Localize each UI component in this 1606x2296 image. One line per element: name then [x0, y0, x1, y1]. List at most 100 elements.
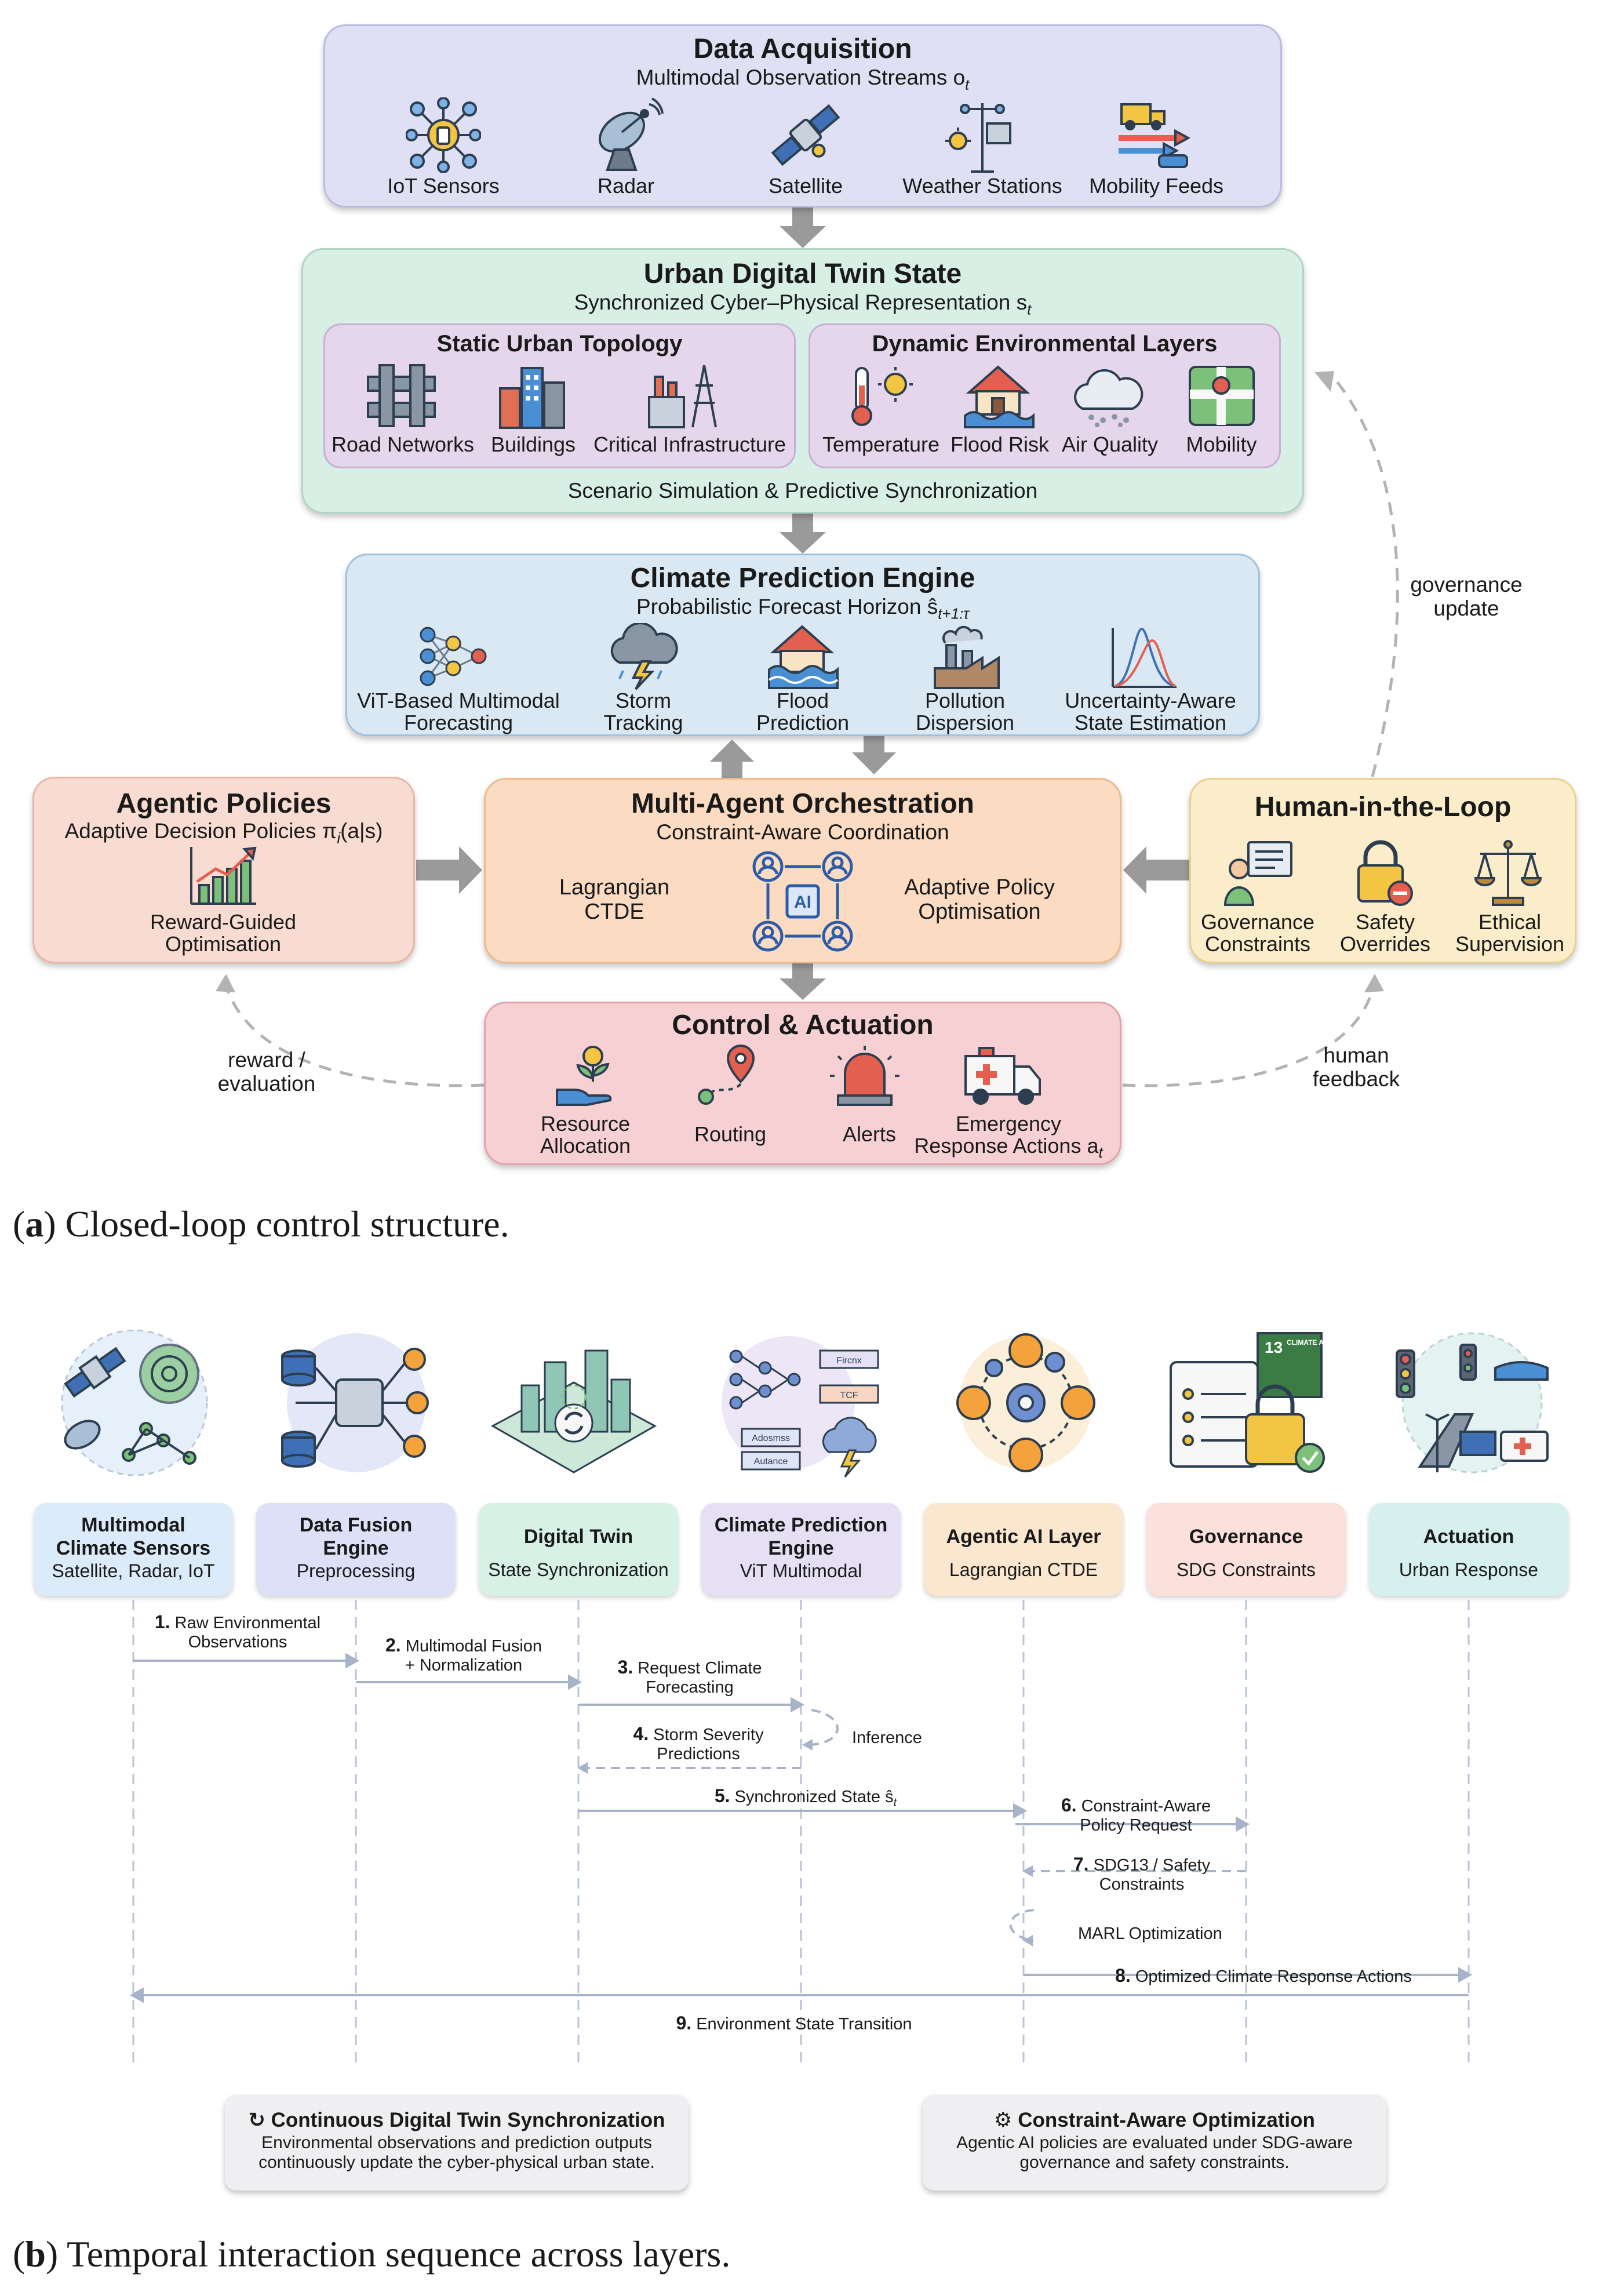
caption-a: (a) Closed-loop control structure. [13, 1203, 509, 1245]
agents-ai-center-label: AI [794, 893, 811, 912]
dynamic-layers-title: Dynamic Environmental Layers [872, 331, 1218, 356]
factory-pollution-icon [934, 625, 1000, 689]
twin-label-flood-risk: Flood Risk [950, 432, 1050, 456]
message-9: 9. Environment State Transition [676, 2013, 912, 2034]
acq-label-iot: IoT Sensors [387, 174, 500, 198]
flood-prediction-icon [768, 625, 839, 689]
control-label-alerts: Alerts [842, 1122, 897, 1146]
multimodal-sensors-illustration-icon [61, 1329, 208, 1476]
control-title: Control & Actuation [672, 1010, 934, 1040]
mobility-map-icon [1189, 366, 1255, 426]
refresh-icon: ↻ [248, 2109, 265, 2131]
data-acquisition-title: Data Acquisition [693, 34, 912, 64]
safety-lock-icon [1357, 840, 1413, 906]
air-quality-cloud-icon [1074, 369, 1143, 427]
prediction-subtitle: Probabilistic Forecast Horizon ŝt+1:τ [636, 595, 970, 623]
data-fusion-illustration-icon [281, 1333, 429, 1472]
tcf-badge-text: TCF [840, 1391, 858, 1400]
satellite-icon [771, 104, 840, 166]
siren-alert-icon [830, 1046, 899, 1106]
panel-a-connectors [216, 204, 1399, 1087]
digital-twin-subtitle: Synchronized Cyber–Physical Representati… [574, 290, 1032, 318]
digital-twin-title: Urban Digital Twin State [643, 259, 962, 289]
governance-presenter-icon [1223, 841, 1292, 906]
urban-actuation-illustration-icon [1396, 1332, 1549, 1473]
climate-prediction-illustration-icon: Fircnx TCF Adosmss Autance [722, 1336, 879, 1478]
twin-label-infrastructure: Critical Infrastructure [593, 432, 786, 456]
road-network-icon [367, 364, 436, 427]
agentic-policies-box: Agentic Policies Adaptive Decision Polic… [32, 777, 415, 963]
caption-b: (b) Temporal interaction sequence across… [13, 2233, 731, 2275]
acq-label-satellite: Satellite [768, 174, 843, 198]
message-inference: Inference [852, 1729, 922, 1747]
constraint-icon: ⚙ [994, 2109, 1013, 2131]
storm-cloud-icon [610, 623, 678, 690]
note-constraint-opt: ⚙ Constraint-Aware Optimization Agentic … [923, 2095, 1386, 2191]
agentic-ai-illustration-icon [956, 1333, 1095, 1472]
agentic-title: Agentic Policies [116, 788, 332, 819]
agents-ai-icon: AI [752, 851, 853, 952]
route-pin-icon [698, 1044, 755, 1105]
money-plant-hand-icon [556, 1046, 612, 1106]
flood-house-icon [964, 365, 1035, 428]
weather-station-icon [945, 103, 1011, 173]
acq-label-radar: Radar [597, 174, 655, 198]
buildings-icon [499, 367, 565, 429]
acq-label-mobility: Mobility Feeds [1088, 174, 1224, 198]
edge-label-reward: reward /evaluation [217, 1048, 316, 1096]
sequence-lifelines [129, 1600, 1473, 2069]
autance-badge-text: Autance [754, 1457, 788, 1467]
mobility-feed-icon [1119, 103, 1191, 168]
twin-label-roads: Road Networks [331, 432, 475, 456]
orchestration-box: Multi-Agent Orchestration Constraint-Awa… [484, 778, 1121, 963]
agentic-subtitle: Adaptive Decision Policies πi(a|s) [64, 819, 383, 847]
iot-sensor-icon [406, 97, 481, 173]
digital-twin-footer: Scenario Simulation & Predictive Synchro… [567, 479, 1038, 503]
acq-label-weather: Weather Stations [902, 174, 1062, 198]
sdg13-caption-text: CLIMATE ACTION [1287, 1338, 1339, 1347]
message-5: 5. Synchronized State ŝt [714, 1785, 897, 1809]
governance-sdg-illustration-icon: 13 CLIMATE ACTION [1170, 1332, 1339, 1473]
data-acquisition-subtitle: Multimodal Observation Streams ot [636, 66, 970, 93]
fusion-badge-text: Fircnx [836, 1356, 862, 1366]
message-marl: MARL Optimization [1078, 1924, 1222, 1943]
twin-label-temperature: Temperature [822, 432, 940, 456]
sdg13-number-text: 13 [1265, 1338, 1283, 1356]
control-label-routing: Routing [694, 1122, 767, 1146]
prediction-title: Climate Prediction Engine [630, 563, 975, 594]
ambulance-icon [964, 1047, 1041, 1105]
human-title: Human-in-the-Loop [1254, 792, 1512, 823]
note-twin-sync: ↻ Continuous Digital Twin Synchronizatio… [225, 2095, 689, 2191]
static-topology-title: Static Urban Topology [436, 331, 683, 356]
thermometer-sun-icon [851, 367, 913, 426]
twin-label-air-quality: Air Quality [1061, 432, 1159, 456]
orchestration-subtitle: Constraint-Aware Coordination [656, 820, 949, 844]
orchestration-title: Multi-Agent Orchestration [631, 788, 974, 819]
message-2: 2. Multimodal Fusion+ Normalization [385, 1635, 542, 1675]
